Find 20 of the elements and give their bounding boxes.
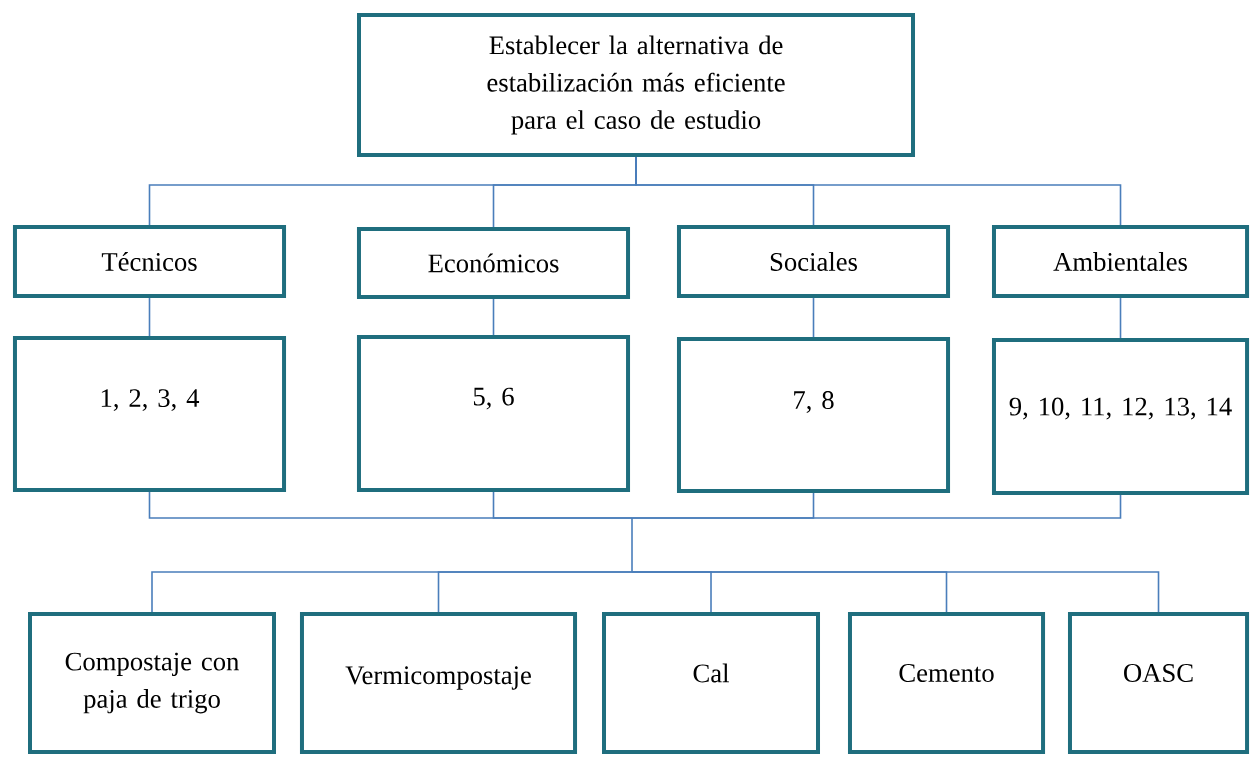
connector-line bbox=[148, 491, 1160, 613]
connector-line bbox=[812, 297, 815, 338]
alternative-box: OASC bbox=[1068, 612, 1250, 754]
criteria-numbers-box: 7, 8 bbox=[676, 337, 951, 493]
connector-line bbox=[1119, 297, 1122, 339]
criteria-numbers-box: 9, 10, 11, 12, 13, 14 bbox=[992, 337, 1250, 496]
criterion-box: Económicos bbox=[356, 227, 631, 299]
criteria-numbers-box: 1, 2, 3, 4 bbox=[12, 336, 287, 492]
criterion-box: Ambientales bbox=[992, 224, 1250, 299]
criterion-box: Sociales bbox=[676, 224, 951, 299]
criteria-numbers-box: 5, 6 bbox=[356, 334, 631, 493]
alternative-box: Vermicompostaje bbox=[299, 612, 578, 754]
alternative-box: Cal bbox=[602, 612, 820, 754]
alternative-box: Compostaje con paja de trigo bbox=[28, 612, 276, 754]
connector-line bbox=[492, 298, 495, 336]
connector-line bbox=[635, 156, 1122, 226]
connector-line bbox=[148, 297, 151, 337]
goal-box: Establecer la alternativa de estabilización más eficiente para el caso de estudio bbox=[357, 13, 915, 157]
criterion-box: Técnicos bbox=[12, 224, 287, 299]
alternative-box: Cemento bbox=[848, 612, 1046, 754]
